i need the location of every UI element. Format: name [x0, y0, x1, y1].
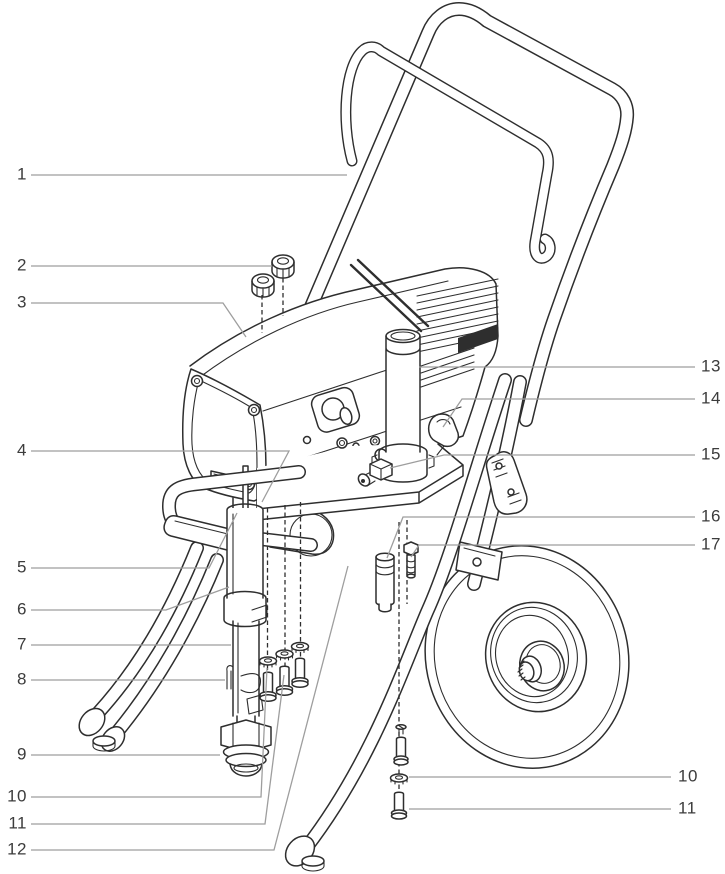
callout-number-10-17: 10	[678, 766, 698, 786]
clip	[226, 665, 234, 690]
leader-line-4-3	[31, 450, 291, 503]
callout-number-9-8: 9	[17, 744, 27, 764]
pump-assembly	[220, 503, 272, 777]
leader-line-16-15	[386, 516, 695, 559]
callout-number-13-12: 13	[701, 356, 721, 376]
callout-number-7-6: 7	[17, 634, 27, 654]
hardware	[251, 254, 419, 820]
outlet-filter	[375, 552, 395, 613]
washer	[258, 656, 278, 668]
callout-number-17-16: 17	[701, 534, 721, 554]
leader-line-15-14	[389, 454, 695, 469]
grommet	[251, 273, 275, 298]
bolt	[291, 657, 309, 688]
callout-number-16-15: 16	[701, 506, 721, 526]
washer	[389, 773, 409, 785]
tube-label	[246, 694, 264, 715]
leader-line-3-2	[31, 302, 247, 338]
callout-number-3-2: 3	[17, 292, 27, 312]
strap-clip	[240, 673, 262, 694]
callout-number-11-10: 11	[8, 813, 27, 833]
transducer-fitting	[357, 458, 393, 487]
wheel-assembly	[424, 545, 630, 769]
vent-fins	[416, 278, 499, 353]
callout-number-4-3: 4	[17, 440, 27, 460]
leg-screw	[395, 724, 407, 736]
callout-number-5-4: 5	[17, 557, 27, 577]
leader-line-10-9	[31, 667, 268, 798]
leader-line-17-16	[410, 544, 695, 558]
callout-number-8-7: 8	[17, 669, 27, 689]
callout-number-15-14: 15	[701, 444, 721, 464]
leg-pad	[92, 735, 116, 747]
handle-assembly	[265, 2, 635, 427]
cart-legs	[78, 373, 528, 872]
callout-number-14-13: 14	[701, 388, 721, 408]
pressure-control-tube	[371, 328, 435, 483]
foot-valve	[220, 715, 272, 777]
callout-number-12-11: 12	[7, 839, 27, 859]
callout-number-2-1: 2	[17, 255, 27, 275]
bolt	[275, 665, 294, 696]
leader-line-5-4	[31, 512, 238, 569]
callout-number-6-5: 6	[17, 599, 27, 619]
washer	[290, 641, 310, 654]
callout-number-11-18: 11	[678, 798, 697, 818]
leader-line-6-5	[31, 586, 230, 611]
grommet	[271, 254, 295, 279]
cover-band	[349, 258, 430, 333]
axle-threads	[517, 660, 526, 681]
washer	[275, 649, 294, 661]
bolt	[393, 736, 409, 766]
leader-line-14-13	[442, 398, 695, 428]
leader-line-11-10	[31, 674, 285, 825]
bolt	[390, 791, 408, 820]
leg-pad	[301, 855, 325, 867]
pail-bracket	[427, 413, 460, 456]
callout-number-10-9: 10	[7, 786, 27, 806]
bolt	[259, 671, 277, 702]
callout-number-1-0: 1	[17, 164, 27, 184]
leg-cap	[78, 707, 106, 737]
leader-line-12-11	[31, 565, 349, 851]
